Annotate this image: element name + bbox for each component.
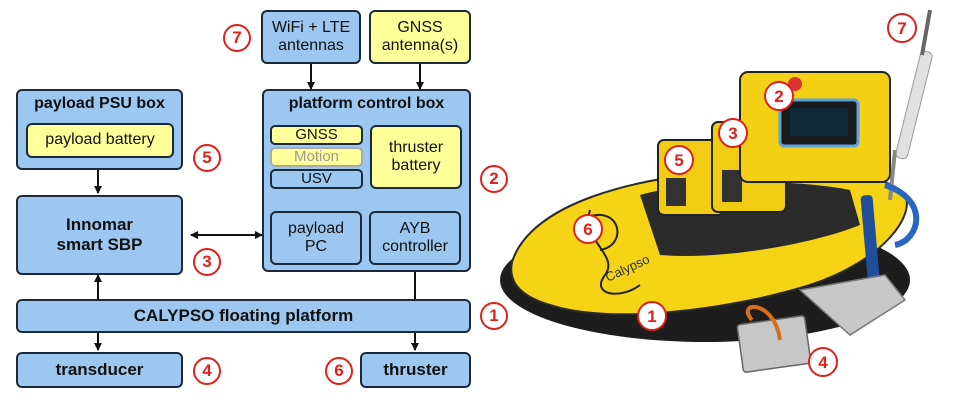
photo-marker-3: 3 <box>718 118 748 148</box>
gnss-antenna-box: GNSS antenna(s) <box>369 10 471 64</box>
payload-pc-box: payload PC <box>270 211 362 265</box>
photo-marker-4: 4 <box>808 347 838 377</box>
platform-control-box-title: platform control box <box>288 95 445 112</box>
svg-text:5: 5 <box>674 151 683 170</box>
innomar-sbp-box: Innomar smart SBP <box>16 195 183 275</box>
payload-battery-label: payload battery <box>45 131 155 149</box>
marker-1-platform: 1 <box>480 302 508 330</box>
payload-psu-box-title: payload PSU box <box>34 95 165 112</box>
photo-marker-1: 1 <box>637 301 667 331</box>
svg-text:7: 7 <box>897 19 906 38</box>
calypso-platform-label: CALYPSO floating platform <box>133 306 354 326</box>
thruster-battery-box: thruster battery <box>370 125 462 189</box>
wifi-lte-antennas-box: WiFi + LTE antennas <box>261 10 361 64</box>
svg-text:4: 4 <box>818 353 828 372</box>
calypso-platform-box: CALYPSO floating platform <box>16 299 471 333</box>
usv-photo-illustration: Calypso 7 2 3 5 6 1 <box>500 9 933 377</box>
usv-module: USV <box>270 169 363 189</box>
photo-marker-5: 5 <box>664 145 694 175</box>
gnss-antenna-label: GNSS antenna(s) <box>381 18 459 54</box>
mount-bracket <box>798 274 907 336</box>
gnss-module-label: GNSS <box>295 126 338 144</box>
ayb-controller-label: AYB controller <box>382 219 448 255</box>
marker-3-sbp: 3 <box>193 248 221 276</box>
svg-text:1: 1 <box>647 307 656 326</box>
payload-pc-label: payload PC <box>287 219 345 255</box>
motion-module: Motion <box>270 147 363 167</box>
marker-4-transducer: 4 <box>193 357 221 385</box>
usv-module-label: USV <box>301 170 332 188</box>
transducer-label: transducer <box>55 360 144 380</box>
photo-marker-2: 2 <box>764 81 794 111</box>
svg-text:6: 6 <box>583 220 592 239</box>
svg-text:3: 3 <box>728 124 737 143</box>
thruster-label: thruster <box>383 360 448 380</box>
marker-5-psu: 5 <box>193 144 221 172</box>
gnss-module: GNSS <box>270 125 363 145</box>
thruster-box: thruster <box>360 352 471 388</box>
thruster-pole <box>860 194 880 281</box>
svg-text:2: 2 <box>774 87 783 106</box>
payload-battery-box: payload battery <box>26 123 174 158</box>
transducer-box: transducer <box>16 352 183 388</box>
transducer-unit <box>736 315 812 373</box>
thruster-battery-label: thruster battery <box>388 138 444 174</box>
motion-module-label: Motion <box>293 148 340 166</box>
wifi-lte-antennas-label: WiFi + LTE antennas <box>271 18 351 54</box>
innomar-sbp-label: Innomar smart SBP <box>56 215 143 254</box>
marker-7-antennas: 7 <box>223 24 251 52</box>
marker-2-control-box: 2 <box>480 165 508 193</box>
antenna-mast <box>895 50 933 160</box>
photo-marker-6: 6 <box>573 214 603 244</box>
photo-marker-7: 7 <box>887 13 917 43</box>
marker-6-thruster: 6 <box>325 357 353 385</box>
ayb-controller-box: AYB controller <box>369 211 461 265</box>
